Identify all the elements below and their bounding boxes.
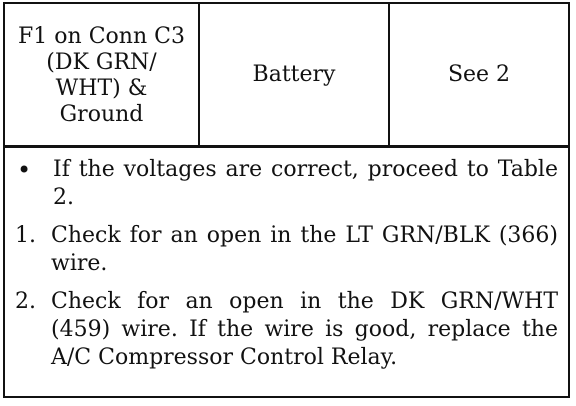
note-item: • If the voltages are correct, proceed t… (15, 156, 558, 212)
note-item: 2. Check for an open in the DK GRN/WHT (… (15, 288, 558, 372)
note-text: Check for an open in the DK GRN/WHT (459… (51, 289, 558, 370)
test-point-line: F1 on Conn C3 (18, 23, 185, 49)
note-text: If the voltages are correct, proceed to … (53, 157, 558, 210)
test-point-line: WHT) & (55, 75, 148, 101)
expected-reading-text: Battery (252, 61, 336, 87)
expected-reading-cell: Battery (200, 4, 390, 145)
number-marker: 2. (15, 289, 36, 314)
diagnostic-table: F1 on Conn C3 (DK GRN/ WHT) & Ground Bat… (3, 2, 570, 398)
test-point-line: (DK GRN/ (46, 49, 157, 75)
number-marker: 1. (15, 223, 36, 248)
test-point-line: Ground (59, 101, 144, 127)
test-row: F1 on Conn C3 (DK GRN/ WHT) & Ground Bat… (5, 4, 568, 148)
note-text: Check for an open in the LT GRN/BLK (366… (51, 223, 558, 276)
action-ref-cell: See 2 (390, 4, 568, 145)
test-point-text: F1 on Conn C3 (DK GRN/ WHT) & Ground (18, 24, 185, 128)
bullet-marker: • (17, 156, 32, 184)
action-ref-text: See 2 (447, 61, 511, 87)
note-item: 1. Check for an open in the LT GRN/BLK (… (15, 222, 558, 278)
test-point-cell: F1 on Conn C3 (DK GRN/ WHT) & Ground (5, 4, 200, 145)
notes-section: • If the voltages are correct, proceed t… (5, 148, 568, 382)
